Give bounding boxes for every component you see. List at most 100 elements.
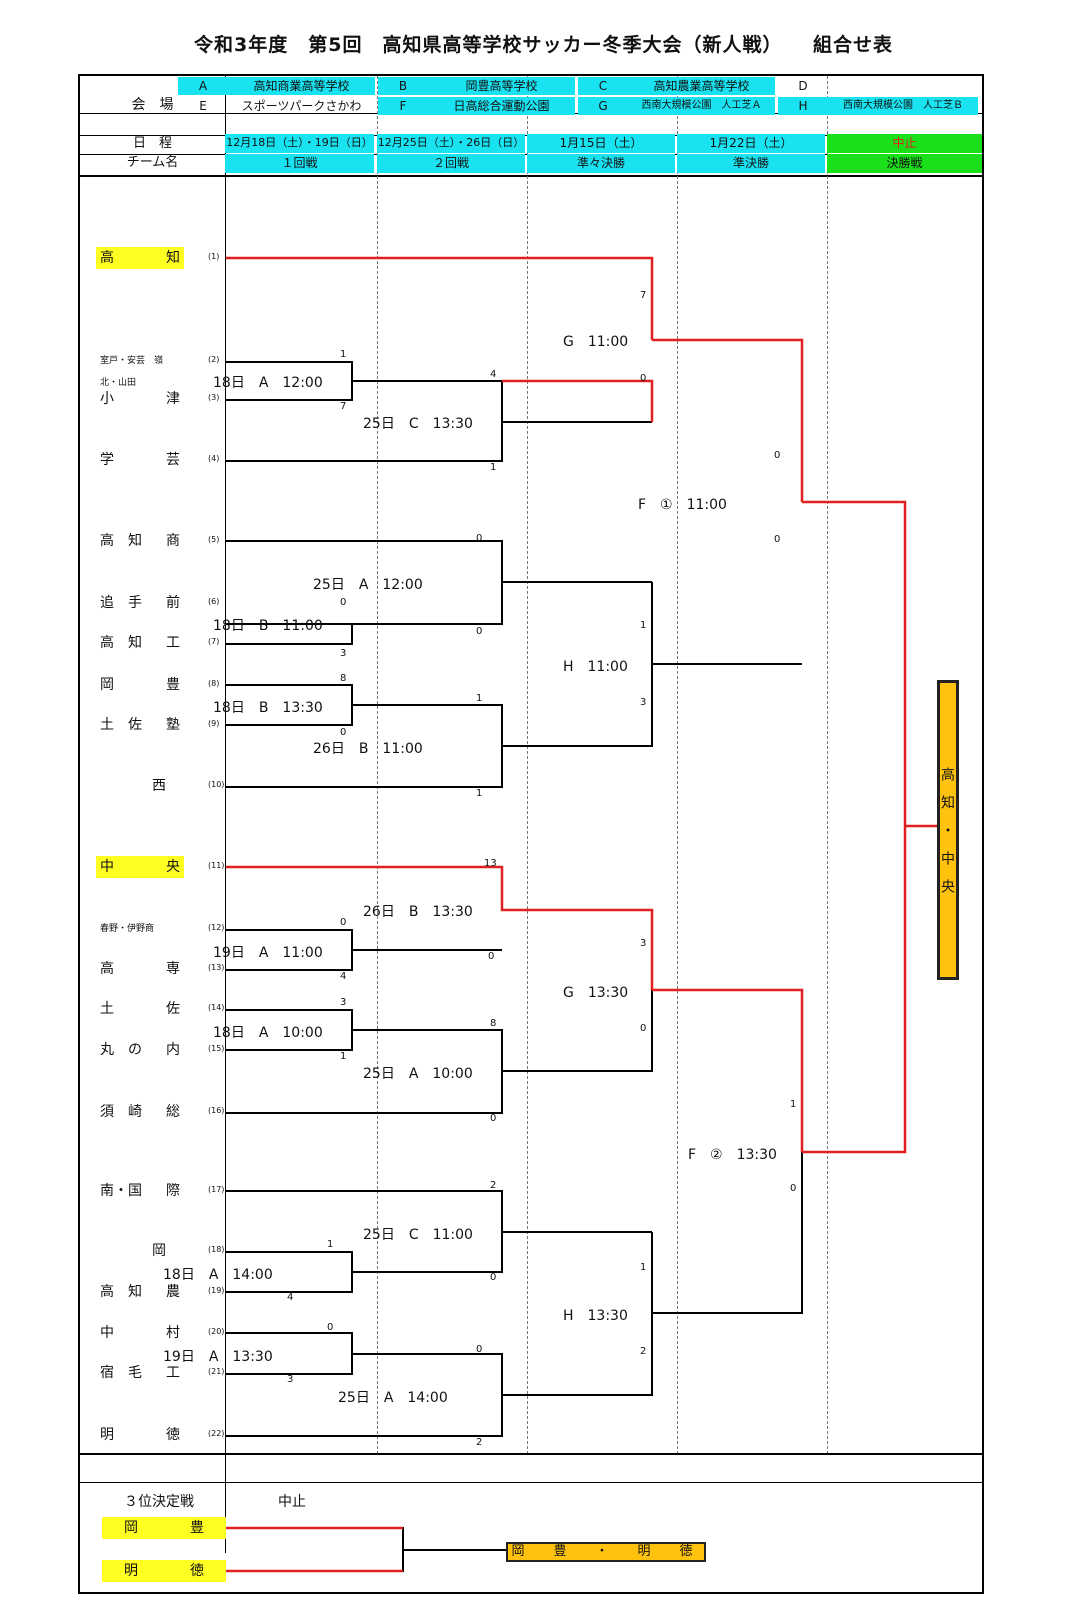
team-row: 明徳 [96, 1424, 184, 1446]
team-name-b: 芸 [166, 452, 180, 468]
team-name-a: 丸 の [100, 1042, 142, 1058]
match-label: 19日 A 11:00 [213, 945, 323, 961]
seed-number: (3) [208, 393, 220, 402]
match-label: 18日 A 14:00 [163, 1267, 273, 1283]
venue-code-c: C [578, 77, 628, 95]
match-score: 13 [484, 858, 497, 869]
match-score: 3 [287, 1374, 294, 1385]
match-score: 8 [340, 673, 347, 684]
team-name-a: 岡 [124, 1520, 138, 1536]
team-row: 高 知農 [96, 1281, 184, 1303]
match-label: F ① 11:00 [638, 497, 727, 513]
team-name-b: 西 [152, 778, 180, 794]
venue-code-e: E [199, 99, 207, 113]
match-label: G 11:00 [563, 334, 629, 350]
team-name-a: 学 [100, 452, 114, 468]
match-label: 25日 C 13:30 [363, 416, 473, 432]
third-team: 岡豊 [102, 1517, 226, 1539]
team-row: 小津 [96, 388, 184, 410]
match-score: 1 [640, 620, 647, 631]
team-name-b: 津 [166, 391, 180, 407]
team-row: 南・国際 [96, 1180, 184, 1202]
round-quarterfinal: 準々決勝 [527, 154, 675, 173]
round-2: ２回戦 [377, 154, 525, 173]
team-row: 宿 毛工 [96, 1362, 184, 1384]
match-label: 18日 A 12:00 [213, 375, 323, 391]
match-label: 18日 B 11:00 [213, 618, 323, 634]
third-team: 明徳 [102, 1560, 226, 1582]
team-row: 追 手前 [96, 592, 184, 614]
seed-number: (19) [208, 1286, 225, 1295]
team-name-a: 土 佐 [100, 717, 142, 733]
venue-code-b: B [378, 77, 428, 95]
team-row: 須 崎総 [96, 1101, 184, 1123]
venue-code-d: D [798, 79, 808, 93]
seed-number: (21) [208, 1367, 225, 1376]
seed-number: (16) [208, 1106, 225, 1115]
team-name-a: 明 [100, 1427, 114, 1443]
seed-number: (7) [208, 637, 220, 646]
team-row: 土佐 [96, 998, 184, 1020]
match-score: 0 [476, 626, 483, 637]
venue-name-c: 高知農業高等学校 [628, 77, 775, 95]
third-place-result: 岡 豊 ・ 明 徳 [506, 1542, 706, 1562]
match-label: 25日 A 10:00 [363, 1066, 473, 1082]
team-name-b: 際 [166, 1183, 180, 1199]
seed-number: (5) [208, 535, 220, 544]
seed-number: (8) [208, 679, 220, 688]
venue-name-e: スポーツパークさかわ [241, 99, 362, 113]
team-name-a: 岡 [100, 677, 114, 693]
team-name-b: 徳 [190, 1563, 204, 1579]
venue-label: 会 場 [131, 97, 174, 113]
match-score: 0 [774, 534, 781, 545]
team-name-b: 岡 [152, 1243, 180, 1259]
date-round1: 12月18日（土）・19日（日） [225, 134, 374, 153]
match-score: 4 [490, 369, 497, 380]
match-score: 1 [490, 462, 497, 473]
team-name-b: 央 [166, 859, 180, 875]
match-score: 0 [488, 951, 495, 962]
match-score: 0 [327, 1322, 334, 1333]
team-row: 土 佐塾 [96, 714, 184, 736]
seed-number: (1) [208, 252, 220, 261]
match-score: 1 [640, 1262, 647, 1273]
seed-number: (9) [208, 719, 220, 728]
team-name-a: 追 手 [100, 595, 142, 611]
match-score: 0 [490, 1113, 497, 1124]
team-name-a: 春野・伊野商 [100, 924, 155, 934]
match-score: 1 [340, 349, 347, 360]
date-round2: 12月25日（土）・26日（日） [377, 134, 525, 153]
team-name-b: 佐 [166, 1001, 180, 1017]
match-label: H 11:00 [563, 659, 628, 675]
team-name-a: 小 [100, 391, 114, 407]
match-score: 3 [640, 697, 647, 708]
match-label: 26日 B 13:30 [363, 904, 473, 920]
team-row: 高 知工 [96, 632, 184, 654]
team-name-a: 高 知 [100, 635, 142, 651]
match-score: 4 [340, 971, 347, 982]
team-name-a: 土 [100, 1001, 114, 1017]
seed-number: (13) [208, 963, 225, 972]
match-score: 7 [640, 290, 647, 301]
seed-number: (20) [208, 1327, 225, 1336]
seed-number: (10) [208, 780, 225, 789]
match-label: 25日 A 12:00 [313, 577, 423, 593]
team-row: 高専 [96, 958, 184, 980]
page-title: 令和3年度 第5回 高知県高等学校サッカー冬季大会（新人戦） 組合せ表 [194, 34, 893, 56]
match-score: 2 [476, 1437, 483, 1448]
team-name-b: 豊 [190, 1520, 204, 1536]
team-row: 学芸 [96, 449, 184, 471]
seed-number: (22) [208, 1429, 225, 1438]
team-name-a: 高 [100, 961, 114, 977]
venue-name-a: 高知商業高等学校 [228, 77, 375, 95]
team-name-a: 高 [100, 250, 114, 266]
team-name-b: 農 [166, 1284, 180, 1300]
match-score: 3 [340, 648, 347, 659]
match-score: 1 [327, 1239, 334, 1250]
seed-number: (12) [208, 923, 225, 932]
team-name-b: 徳 [166, 1427, 180, 1443]
match-label: 18日 B 13:30 [213, 700, 323, 716]
venue-name-h: 西南大規模公園 人工芝Ｂ [828, 97, 978, 115]
match-score: 8 [490, 1018, 497, 1029]
seed-number: (6) [208, 597, 220, 606]
